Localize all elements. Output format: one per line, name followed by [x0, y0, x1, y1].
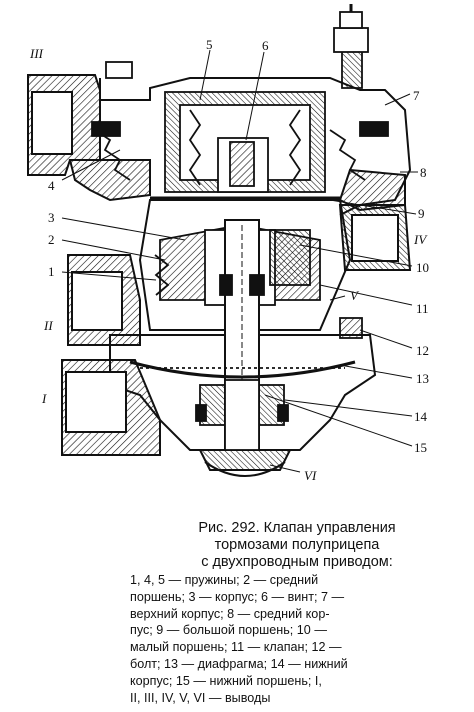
legend-line: 1, 4, 5 — пружины; 2 — средний [130, 573, 319, 587]
port-label-V: V [350, 288, 360, 303]
part-label-11: 11 [416, 301, 429, 316]
port-label-IV: IV [413, 232, 428, 247]
part-label-10: 10 [416, 260, 429, 275]
legend-line: малый поршень; 11 — клапан; 12 — [130, 640, 342, 655]
leader-lines [61, 49, 418, 473]
port-label-VI: VI [304, 468, 317, 483]
part-label-8: 8 [420, 165, 427, 180]
part-label-4: 4 [48, 178, 55, 193]
part-label-13: 13 [416, 371, 429, 386]
part-label-3: 3 [48, 210, 55, 225]
part-label-12: 12 [416, 343, 429, 358]
valve-housing [27, 74, 412, 471]
legend-line: корпус; 15 — нижний поршень; I, [130, 673, 322, 688]
port-label-II: II [43, 318, 53, 333]
top-bolt-assembly [105, 4, 369, 89]
legend-line: II, III, IV, V, VI — выводы [130, 690, 271, 705]
caption-title-line-2: тормозами полуприцепа [214, 537, 380, 553]
port-label-III: III [29, 46, 44, 61]
port-label-I: I [41, 391, 47, 406]
part-label-15: 15 [414, 440, 427, 455]
part-label-7: 7 [413, 88, 420, 103]
valve-internals [91, 91, 389, 477]
figure-caption-title: Рис. 292. Клапан управления тормозами по… [122, 520, 472, 571]
part-label-9: 9 [418, 206, 425, 221]
part-label-1: 1 [48, 264, 55, 279]
legend-line: пус; 9 — большой поршень; 10 — [130, 623, 327, 638]
caption-title-line-1: Рис. 292. Клапан управления [198, 520, 396, 536]
part-label-6: 6 [262, 38, 269, 53]
part-label-5: 5 [206, 37, 213, 52]
part-label-14: 14 [414, 409, 428, 424]
port-labels: III IV V II I VI [29, 46, 428, 483]
part-labels: 5 6 7 8 9 10 11 12 13 14 15 4 3 2 1 [48, 37, 429, 455]
figure-caption-legend: 1, 4, 5 — пружины; 2 — средний поршень; … [130, 572, 460, 706]
legend-line: поршень; 3 — корпус; 6 — винт; 7 — [130, 589, 345, 604]
valve-cross-section-drawing: 5 6 7 8 9 10 11 12 13 14 15 4 3 2 1 III … [27, 4, 429, 483]
legend-line: верхний корпус; 8 — средний кор- [130, 606, 330, 621]
legend-line: болт; 13 — диафрагма; 14 — нижний [130, 656, 348, 671]
part-label-2: 2 [48, 232, 55, 247]
caption-title-line-3: с двухпроводным приводом: [201, 554, 393, 570]
